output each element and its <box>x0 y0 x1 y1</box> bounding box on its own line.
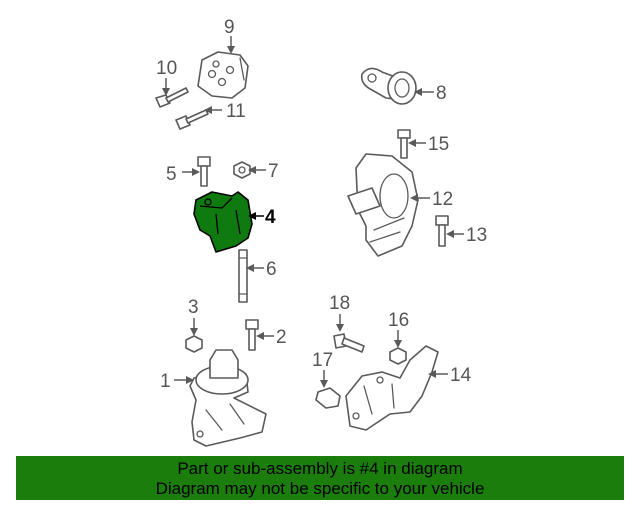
parts-diagram: 9 10 11 8 15 5 7 <box>155 17 487 447</box>
callout-11: 11 <box>226 101 246 122</box>
callout-15: 15 <box>428 134 449 155</box>
part-17-cap[interactable] <box>315 387 341 409</box>
callout-3: 3 <box>188 297 199 318</box>
part-10-bolt[interactable] <box>155 87 189 108</box>
callout-2: 2 <box>276 327 287 348</box>
part-12-mount[interactable] <box>347 153 419 257</box>
part-9-bracket[interactable] <box>197 51 249 99</box>
callout-9: 9 <box>224 17 235 38</box>
part-6-stud[interactable] <box>238 249 248 303</box>
callout-17: 17 <box>312 350 333 371</box>
part-16-nut[interactable] <box>389 347 407 365</box>
part-4-mount-highlighted[interactable] <box>193 191 253 253</box>
callout-6: 6 <box>266 259 277 280</box>
callout-8: 8 <box>436 83 447 104</box>
part-14-bracket[interactable] <box>345 345 439 431</box>
callout-12: 12 <box>432 189 453 210</box>
part-8-torque-rod[interactable] <box>360 67 417 105</box>
part-3-nut[interactable] <box>185 335 203 353</box>
part-2-bolt[interactable] <box>245 319 259 351</box>
part-13-bolt[interactable] <box>435 215 449 247</box>
callout-14: 14 <box>450 365 472 386</box>
callout-16: 16 <box>388 310 409 331</box>
callout-13: 13 <box>466 225 487 246</box>
callout-4: 4 <box>265 207 276 228</box>
part-1-engine-mount[interactable] <box>189 349 267 447</box>
banner-line-1: Part or sub-assembly is #4 in diagram <box>177 459 463 478</box>
banner-line-2: Diagram may not be specific to your vehi… <box>155 479 485 498</box>
callout-1: 1 <box>160 371 171 392</box>
part-7-nut[interactable] <box>233 161 251 179</box>
info-banner: Part or sub-assembly is #4 in diagram Di… <box>16 456 624 500</box>
part-5-bolt[interactable] <box>197 156 211 187</box>
part-11-bolt[interactable] <box>175 109 209 130</box>
callout-10: 10 <box>156 58 177 79</box>
part-18-bolt[interactable] <box>333 333 365 353</box>
callout-5: 5 <box>166 164 177 185</box>
callout-7: 7 <box>268 161 279 182</box>
callout-18: 18 <box>329 293 350 314</box>
part-15-bolt[interactable] <box>397 129 411 159</box>
